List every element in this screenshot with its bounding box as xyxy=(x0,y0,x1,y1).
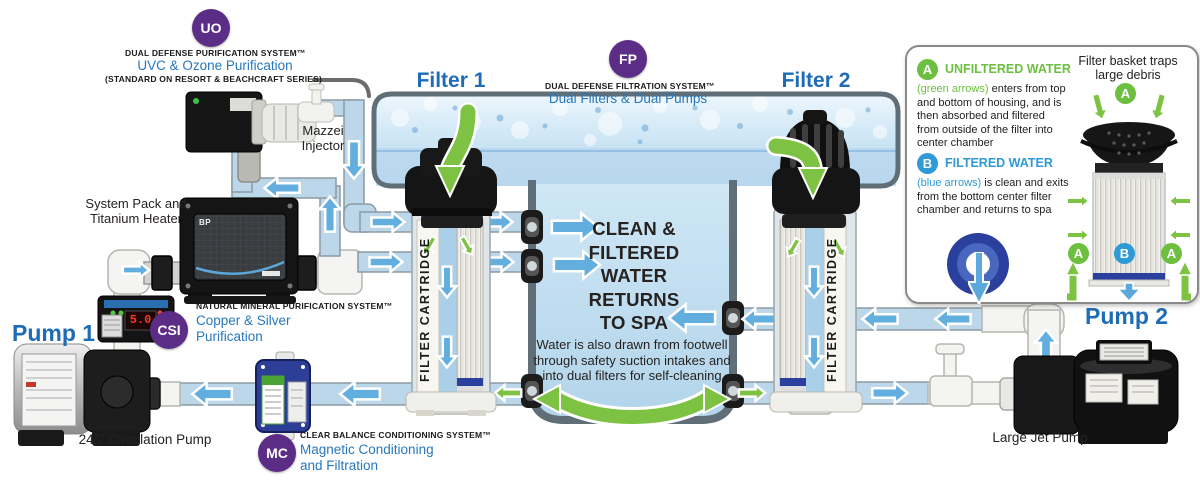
system-pack-label: System Pack and Titanium Heater xyxy=(78,196,194,226)
unfiltered-water-title: UNFILTERED WATER xyxy=(945,62,1071,76)
uvc-ozone-unit xyxy=(185,83,335,153)
mc-product-name: Magnetic Conditioning and Filtration xyxy=(300,442,434,474)
filter1-cartridge-label: FILTER CARTRIDGE xyxy=(418,237,432,383)
csi-name-line1: Copper & Silver xyxy=(196,313,291,328)
csi-meter-reading: 5.0 xyxy=(129,313,152,327)
system-pack-line2: Titanium Heater xyxy=(90,211,182,226)
mc-conditioner xyxy=(255,351,311,441)
csi-product-name: Copper & Silver Purification xyxy=(196,313,291,345)
spa-headline: CLEAN & FILTERED WATER RETURNS TO SPA xyxy=(555,217,713,335)
filter2-title: Filter 2 xyxy=(781,69,851,92)
filter2-cartridge-label: FILTER CARTRIDGE xyxy=(825,237,839,383)
pump1-title: Pump 1 xyxy=(12,320,96,346)
uo-system-name: DUAL DEFENSE PURIFICATION SYSTEM™ xyxy=(125,48,306,58)
b-badge: B xyxy=(917,153,938,174)
pump2-title: Pump 2 xyxy=(1085,303,1169,329)
a-desc: enters from top and bottom of housing, a… xyxy=(917,83,1066,149)
pump1-type-label: 24/7 Circulation Pump xyxy=(78,432,212,447)
csi-system-name: NATURAL MINERAL PURIFICATION SYSTEM™ xyxy=(196,301,393,311)
basket-caption: Filter basket traps large debris xyxy=(1065,54,1191,82)
b-desc: is clean and exits from the bottom cente… xyxy=(917,177,1069,216)
a-badge-bottom-left: A xyxy=(1068,243,1089,264)
filter2-housing xyxy=(769,110,863,413)
footwell-suction-arrows xyxy=(531,383,733,427)
filtered-water-desc: (blue arrows) is clean and exits from th… xyxy=(917,177,1069,218)
fp-product-name: Dual Filters & Dual Pumps xyxy=(548,91,708,106)
fp-badge: FP xyxy=(609,40,647,78)
basket-caption-line2: large debris xyxy=(1095,68,1161,82)
mc-name-line1: Magnetic Conditioning xyxy=(300,442,434,457)
info-panel: A UNFILTERED WATER (green arrows) enters… xyxy=(905,45,1199,304)
headline-line4: RETURNS xyxy=(588,288,680,310)
headline-line5: TO SPA xyxy=(599,312,669,333)
filter1-inlet-arrow xyxy=(434,102,478,199)
headline-line1: CLEAN & xyxy=(592,218,676,239)
headline-line2: FILTERED xyxy=(588,241,680,263)
headline-line3: WATER xyxy=(600,265,668,286)
pump1-graphic xyxy=(13,343,151,446)
system-pack-line1: System Pack and xyxy=(85,196,187,211)
mc-name-line2: and Filtration xyxy=(300,458,379,473)
mazzei-injector xyxy=(297,83,335,123)
filter1-title: Filter 1 xyxy=(416,69,486,92)
pump2-type-label: Large Jet Pump xyxy=(992,430,1088,445)
ozone-conduit xyxy=(312,78,371,98)
heater-system-pack xyxy=(179,197,299,304)
mazzei-line1: Mazzei xyxy=(302,123,344,138)
b-lead: (blue arrows) xyxy=(917,177,982,189)
basket-caption-line1: Filter basket traps xyxy=(1078,54,1178,68)
a-lead: (green arrows) xyxy=(917,83,989,95)
filter2-inlet-arrow xyxy=(766,136,829,201)
csi-name-line2: Purification xyxy=(196,329,263,344)
fp-system-name: DUAL DEFENSE FILTRATION SYSTEM™ xyxy=(545,81,715,91)
footwell-note: Water is also drawn from footwell throug… xyxy=(533,337,731,383)
uo-note: (STANDARD ON RESORT & BEACHCRAFT SERIES) xyxy=(105,74,323,84)
filtered-water-title: FILTERED WATER xyxy=(945,156,1053,170)
panel-filter-graphic xyxy=(1065,91,1193,301)
uo-badge: UO xyxy=(192,9,230,47)
unfiltered-water-desc: (green arrows) enters from top and botto… xyxy=(917,83,1069,151)
a-badge-top: A xyxy=(1115,83,1136,104)
mazzei-injector-label: Mazzei Injector xyxy=(292,123,354,153)
donut-arrow xyxy=(968,252,990,304)
heater-brand: BP xyxy=(199,218,212,227)
pump2-graphic xyxy=(1013,340,1179,444)
mazzei-line2: Injector xyxy=(301,138,345,153)
mc-badge: MC xyxy=(258,434,296,472)
mc-system-name: CLEAR BALANCE CONDITIONING SYSTEM™ xyxy=(300,430,491,440)
b-badge-bottom: B xyxy=(1114,243,1135,264)
a-badge-bottom-right: A xyxy=(1161,243,1182,264)
uo-product-name: UVC & Ozone Purification xyxy=(137,58,293,73)
a-badge: A xyxy=(917,59,938,80)
csi-badge: CSI xyxy=(150,311,188,349)
